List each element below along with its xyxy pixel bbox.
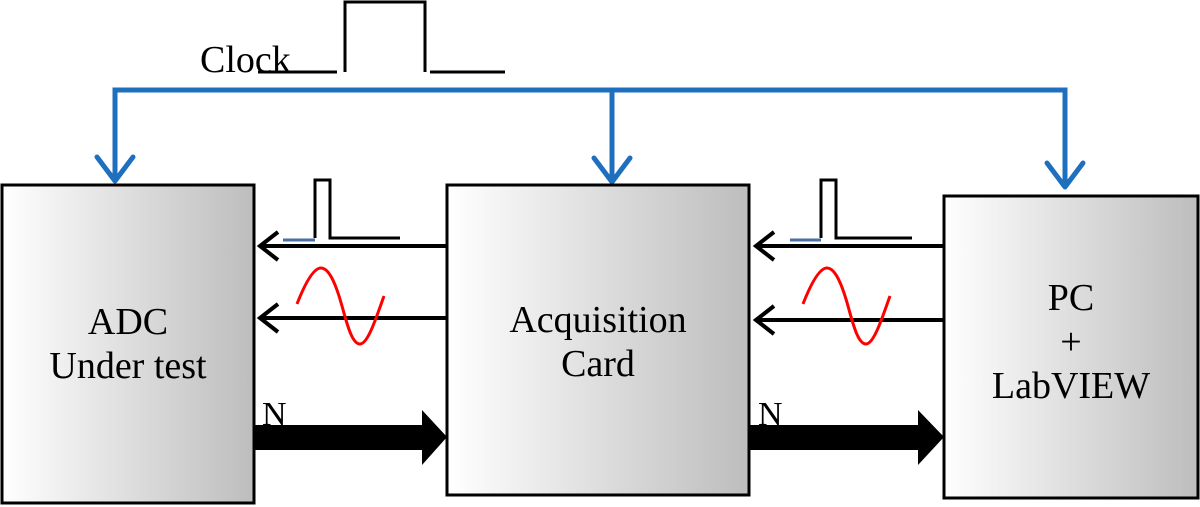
adc-label-line1: ADC (87, 301, 169, 343)
pc-block-label: PC + LabVIEW (944, 276, 1198, 408)
clock-arrowhead-adc (94, 154, 136, 184)
analog-signal-pc-to-card (752, 266, 944, 346)
clock-arrowhead-pc (1044, 160, 1086, 190)
clock-pulse (258, 0, 505, 74)
acquisition-card-block (445, 183, 751, 497)
clock-label: Clock (200, 39, 291, 81)
data-bus-adc-to-card (254, 410, 447, 465)
trigger-signal-card-to-adc (256, 178, 447, 262)
bus-width-label-adc: N (262, 396, 287, 433)
analog-signal-card-to-adc (256, 266, 447, 346)
acquisition-label-line1: Acquisition (509, 299, 687, 341)
sine-wave-adc (295, 266, 386, 346)
acquisition-card-label: Acquisition Card (447, 298, 749, 386)
sine-wave-card (801, 266, 892, 346)
acquisition-label-line2: Card (561, 343, 635, 385)
trigger-signal-pc-to-card (752, 178, 944, 262)
pc-label-line3: LabVIEW (991, 365, 1151, 407)
data-bus-card-to-pc (749, 410, 944, 465)
pc-label-line1: PC (1047, 277, 1095, 319)
clock-bus (112, 87, 1068, 186)
pc-block (942, 194, 1200, 500)
adc-label-line2: Under test (49, 345, 207, 387)
pc-label-line2: + (1060, 321, 1082, 363)
adc-block (0, 183, 256, 505)
clock-arrowhead-card (591, 155, 633, 185)
adc-block-label: ADC Under test (2, 300, 254, 388)
clock-arrowheads (94, 154, 1086, 190)
bus-width-label-card: N (758, 396, 783, 433)
